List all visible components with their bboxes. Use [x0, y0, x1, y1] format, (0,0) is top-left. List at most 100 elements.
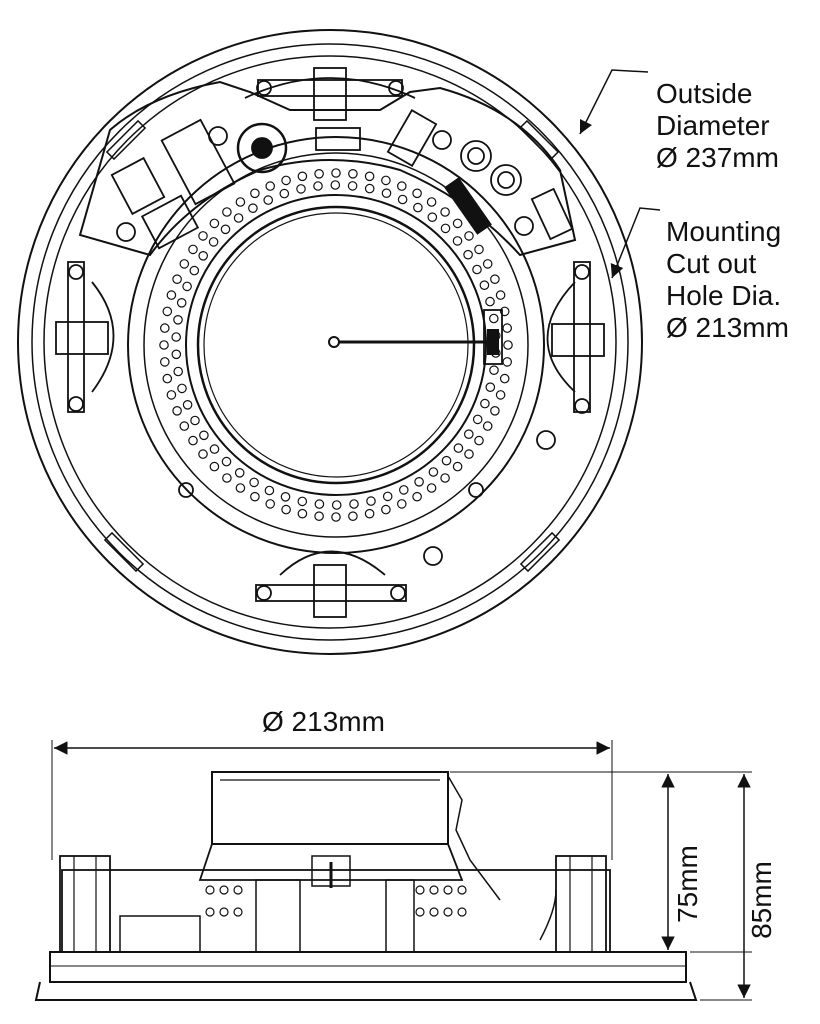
woofer-cone-inner [203, 212, 469, 478]
vent-hole [397, 194, 408, 205]
side-height-85-label: 85mm [746, 861, 777, 939]
vent-hole [235, 197, 246, 207]
vent-hole [250, 491, 260, 502]
vent-hole [220, 224, 231, 235]
vent-hole [221, 456, 232, 467]
vent-hole [222, 473, 232, 483]
vent-hole [452, 218, 463, 229]
crossover-board [78, 80, 577, 257]
side-vent-hole [205, 885, 215, 895]
tweeter-arm [328, 309, 503, 365]
vent-hole [199, 430, 209, 441]
vent-hole [381, 188, 392, 198]
components [110, 108, 574, 250]
side-clamp-right [555, 855, 607, 953]
vent-hole [480, 398, 490, 409]
vent-hole [281, 504, 291, 515]
vent-hole [485, 296, 495, 307]
vent-hole [502, 357, 512, 367]
side-vent-hole [205, 907, 215, 917]
vent-hole [463, 249, 473, 260]
side-vent-hole [415, 907, 425, 917]
side-vent-hole [219, 907, 229, 917]
vent-hole [173, 314, 183, 325]
vent-hole [263, 195, 273, 205]
outside-diameter-line-2: Diameter [656, 110, 770, 141]
vent-hole [249, 477, 259, 488]
top-view [17, 29, 661, 655]
outside-diameter-line-1: Outside [656, 78, 753, 109]
woofer-cone [196, 205, 476, 485]
vent-hole [398, 485, 409, 495]
vent-hole [198, 449, 208, 459]
outside-diameter-label: Outside Diameter Ø 237mm [656, 78, 779, 174]
vent-hole [171, 349, 182, 360]
side-height-75-label: 75mm [672, 845, 703, 923]
vent-hole [179, 259, 190, 269]
vent-hole [396, 499, 407, 509]
vent-hole [209, 218, 220, 229]
vent-hole [464, 449, 474, 459]
side-vent-hole [233, 907, 243, 917]
cutout-line-3: Hole Dia. [666, 280, 782, 311]
vent-hole [485, 382, 496, 392]
vent-hole [489, 365, 499, 375]
vent-hole [479, 280, 490, 290]
vent-hole [474, 244, 484, 255]
clamp-top [244, 67, 416, 121]
vent-hole [364, 508, 375, 519]
flange [49, 951, 687, 983]
wire [447, 775, 501, 901]
vent-hole [426, 197, 437, 207]
vent-hole [179, 421, 190, 431]
vent-hole [472, 264, 482, 275]
side-vent-hole [429, 885, 439, 895]
vent-hole [488, 313, 499, 324]
side-vent-hole [457, 885, 467, 895]
vent-hole [250, 188, 260, 199]
rim-inner-edge [31, 43, 629, 641]
side-vent-hole [219, 885, 229, 895]
vent-hole [490, 405, 500, 416]
vent-hole [209, 444, 220, 454]
vent-hole [331, 512, 341, 522]
vent-hole [265, 499, 275, 509]
vent-hole [159, 340, 169, 350]
vent-hole [472, 414, 483, 425]
side-vent-hole [443, 907, 453, 917]
vent-hole [396, 181, 407, 191]
vent-hole [364, 171, 375, 182]
vent-hole [441, 455, 452, 466]
vent-hole [209, 461, 220, 472]
clamp-bottom [255, 550, 407, 618]
vent-hole [172, 405, 182, 416]
vent-hole [412, 188, 422, 199]
vent-hole [264, 485, 275, 496]
vent-hole [297, 496, 308, 507]
side-width-label: Ø 213mm [262, 706, 385, 737]
vent-hole [427, 212, 438, 222]
vent-hole [313, 181, 323, 191]
woofer-surround [185, 194, 487, 496]
vent-hole [503, 340, 513, 350]
cutout-leader [610, 207, 661, 279]
vent-hole [190, 415, 200, 426]
vent-hole [331, 500, 342, 510]
vent-hole [297, 171, 308, 182]
vent-hole [297, 508, 308, 519]
vent-hole [495, 390, 506, 400]
vent-hole [499, 306, 510, 317]
vent-hole [166, 290, 177, 300]
vent-hole [426, 483, 437, 493]
outside-diameter-value: Ø 237mm [656, 142, 779, 173]
side-vent-hole [415, 885, 425, 895]
cutout-line-1: Mounting [666, 216, 782, 247]
side-vent-hole [429, 907, 439, 917]
side-vent-hole [443, 885, 453, 895]
vent-hole [452, 236, 463, 246]
vent-hole [314, 169, 324, 179]
vent-hole [296, 184, 306, 194]
vent-hole [281, 175, 291, 186]
vent-hole [279, 188, 290, 199]
